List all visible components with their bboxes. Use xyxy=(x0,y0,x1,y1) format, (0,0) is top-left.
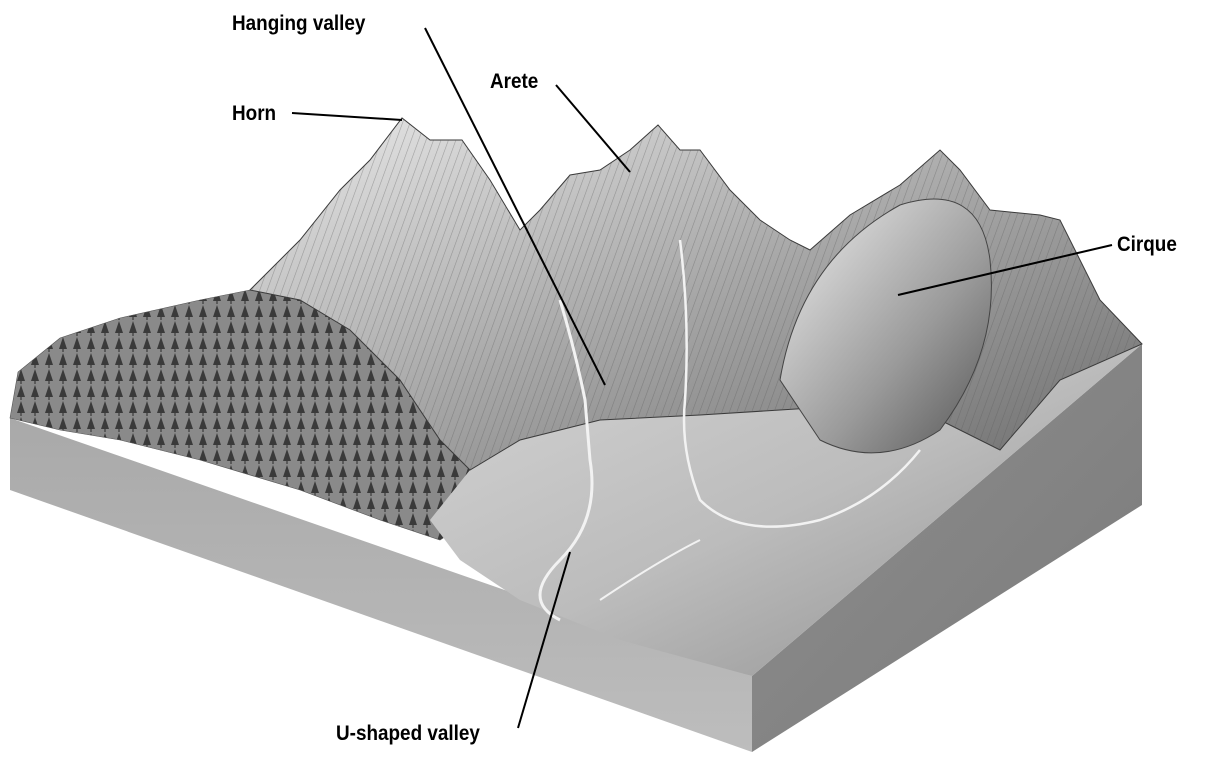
label-u-shaped-valley: U-shaped valley xyxy=(336,723,480,744)
label-arete: Arete xyxy=(490,71,538,92)
leader-line-arete xyxy=(556,85,630,172)
label-hanging-valley: Hanging valley xyxy=(232,13,365,34)
label-horn: Horn xyxy=(232,103,276,124)
leader-line-horn xyxy=(292,113,402,120)
label-cirque: Cirque xyxy=(1117,234,1177,255)
